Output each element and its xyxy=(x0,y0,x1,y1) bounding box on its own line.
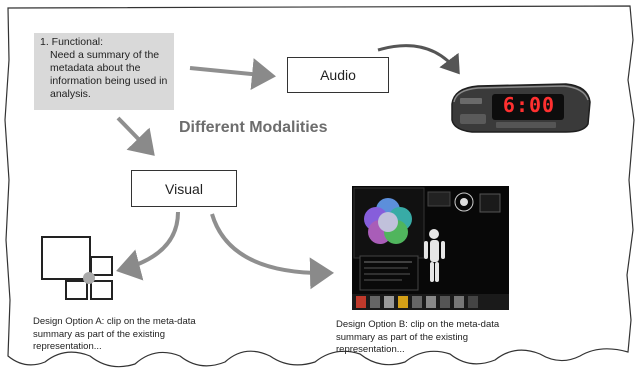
option-a-caption: Design Option A: clip on the meta-data s… xyxy=(33,316,196,352)
squares-diagram-icon xyxy=(41,236,113,300)
arrow-functional-to-audio xyxy=(189,58,276,90)
option-b-caption: Design Option B: clip on the meta-data s… xyxy=(336,319,500,355)
arrow-visual-to-option-a xyxy=(116,211,180,281)
visual-label: Visual xyxy=(165,180,203,197)
functional-body: Need a summary of the metadata about the… xyxy=(50,49,168,100)
audio-label: Audio xyxy=(320,67,356,83)
flower-chart-icon xyxy=(364,198,412,244)
arrow-audio-to-clock xyxy=(377,44,460,75)
audio-node: Audio xyxy=(287,57,389,93)
functional-box: 1. Functional: Need a summary of the met… xyxy=(34,33,174,110)
visualization-screenshot xyxy=(352,186,509,310)
clock-display: 6:00 xyxy=(502,93,556,117)
human-figure-icon xyxy=(424,229,445,282)
arrow-functional-to-visual xyxy=(116,116,155,156)
torn-paper-border xyxy=(4,5,635,368)
alarm-clock-image: 6:00 xyxy=(448,80,593,135)
functional-title: 1. Functional: xyxy=(40,36,104,48)
arrow-visual-to-option-b xyxy=(210,213,334,290)
visual-node: Visual xyxy=(131,170,237,207)
diagram-heading: Different Modalities xyxy=(179,119,328,136)
